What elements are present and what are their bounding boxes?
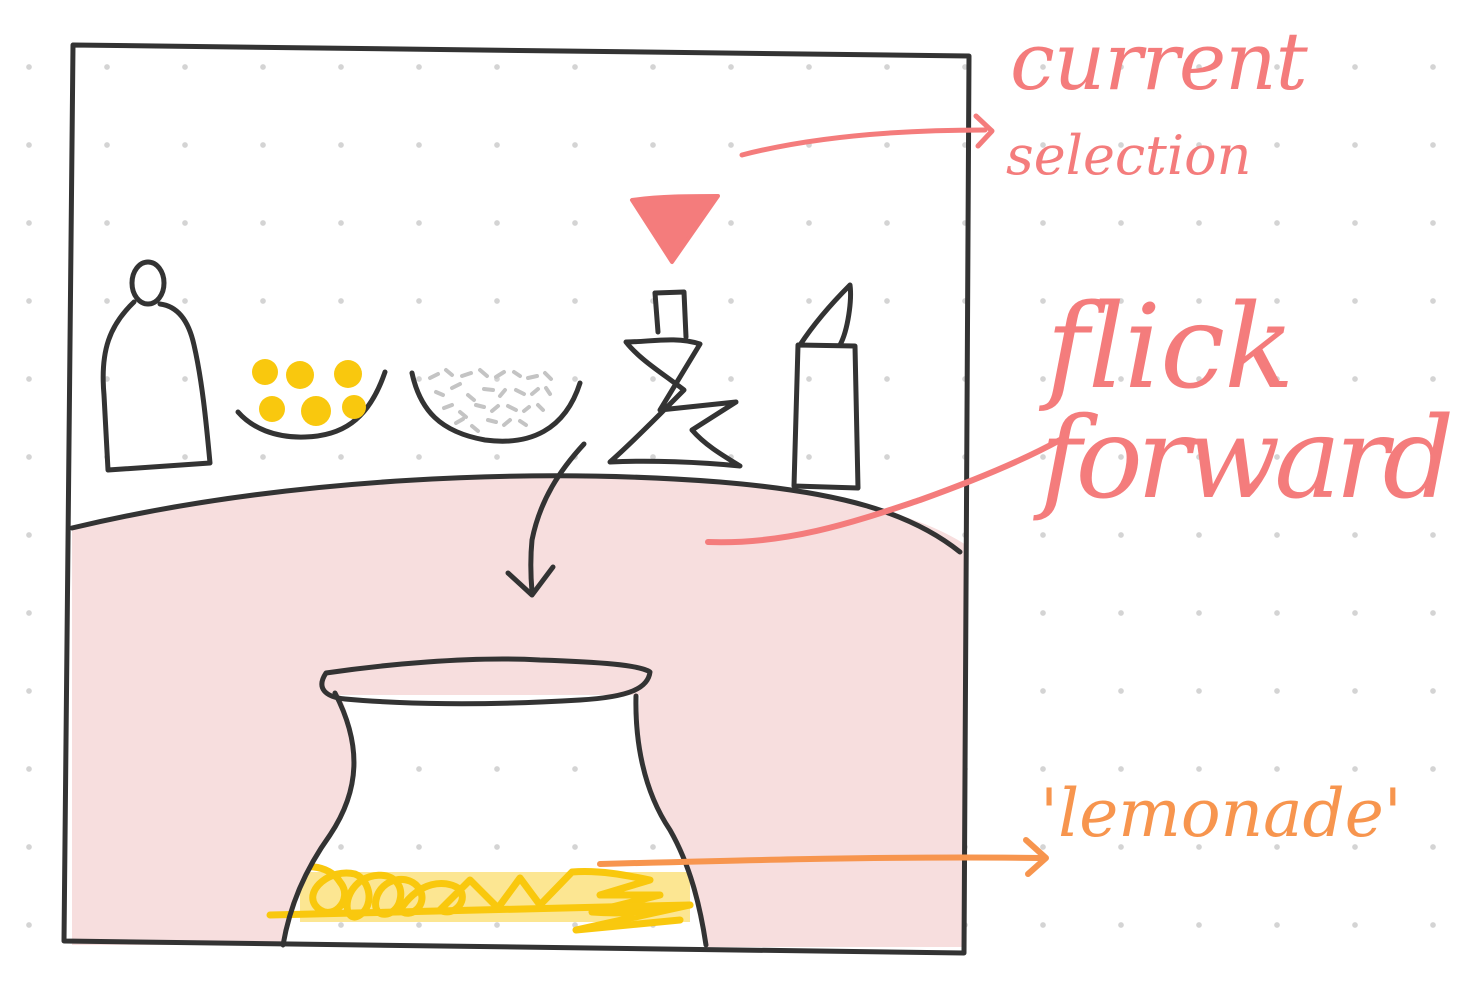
sugar-bowl-icon[interactable] bbox=[409, 368, 583, 444]
drop-arrow bbox=[505, 441, 587, 598]
knife-icon[interactable] bbox=[791, 282, 861, 491]
scene-frame bbox=[61, 42, 972, 956]
lemonade-arrow bbox=[597, 837, 1049, 877]
lemonade-output-label: 'lemonade' bbox=[1040, 775, 1402, 852]
bottle-icon[interactable] bbox=[100, 259, 213, 473]
squeezer-icon[interactable] bbox=[607, 289, 743, 469]
current-selection-arrow bbox=[739, 113, 995, 158]
flick-forward-label-line2: forward bbox=[1040, 394, 1454, 524]
lemons-bowl-icon[interactable] bbox=[235, 359, 388, 440]
selection-marker-icon bbox=[630, 194, 720, 264]
current-selection-label: current bbox=[1010, 15, 1308, 108]
current-selection-label-line2: selection bbox=[1006, 124, 1252, 187]
pitcher-icon[interactable] bbox=[266, 656, 709, 948]
flick-forward-label: flick bbox=[1046, 280, 1294, 415]
flick-forward-stroke bbox=[705, 437, 1063, 546]
table-surface bbox=[72, 477, 966, 947]
